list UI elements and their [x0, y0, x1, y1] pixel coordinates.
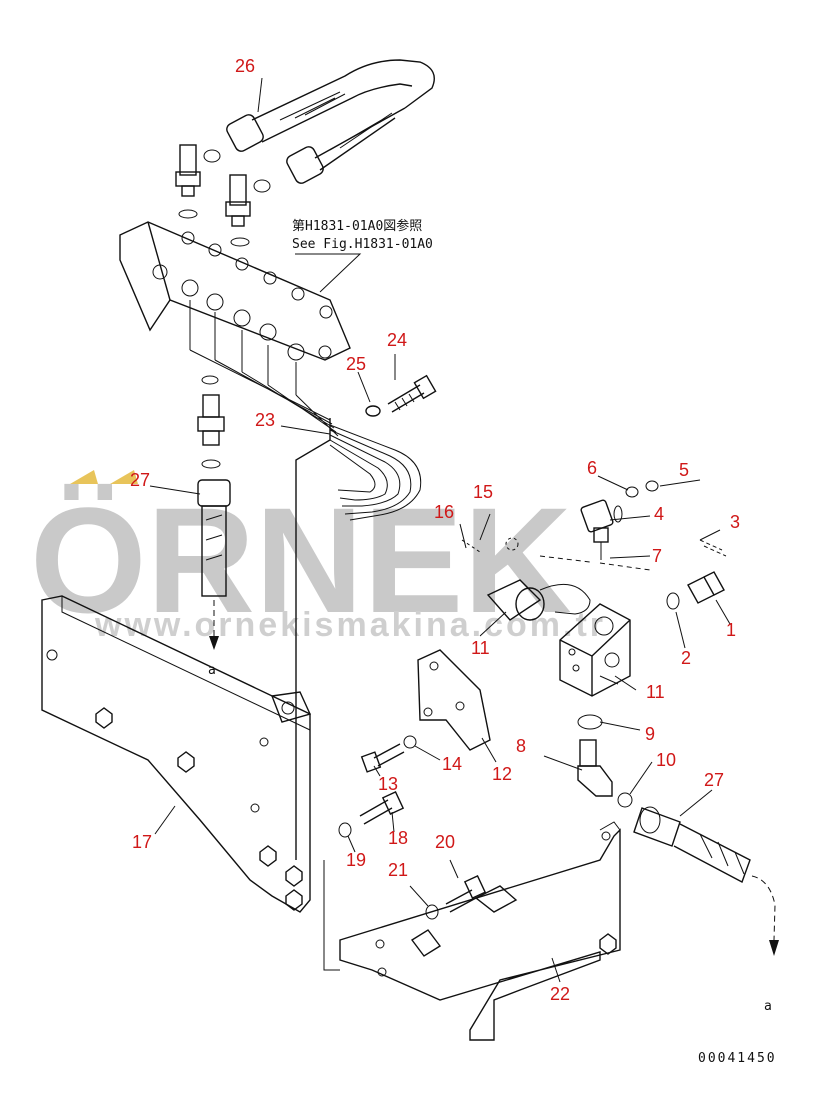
- callout-26: 26: [235, 56, 255, 76]
- elbow-fittings-top: [175, 144, 251, 247]
- bolt-24: [387, 374, 437, 413]
- callout-20: 20: [435, 832, 455, 852]
- callout-16: 16: [434, 502, 454, 522]
- watermark-accent-1: [70, 470, 98, 484]
- callout-2: 2: [681, 648, 691, 668]
- bolt-13: [360, 743, 405, 773]
- bolt-20: [445, 874, 487, 913]
- drawing-number: 00041450: [698, 1051, 777, 1066]
- callout-7: 7: [652, 546, 662, 566]
- solenoid-valve-11: [559, 603, 631, 697]
- dashed-items: [461, 537, 727, 571]
- washer-14: [403, 735, 417, 749]
- watermark-url: www.ornekismakina.com.tr: [94, 606, 606, 644]
- washer-25: [365, 405, 381, 417]
- bracket-17: [41, 595, 311, 913]
- callout-6: 6: [587, 458, 597, 478]
- callout-3: 3: [730, 512, 740, 532]
- callout-1: 1: [726, 620, 736, 640]
- callout-27-right: 27: [704, 770, 724, 790]
- reference-a-left: a: [208, 663, 216, 678]
- callout-22: 22: [550, 984, 570, 1004]
- callout-13: 13: [378, 774, 398, 794]
- o-ring-6: [625, 486, 639, 498]
- watermark-accent-2: [110, 470, 138, 484]
- callout-17: 17: [132, 832, 152, 852]
- bracket-12: [417, 649, 491, 751]
- callouts: 1 2 3 4 5 6 7 8 9 10 11 11 12 13 14 15 1…: [130, 56, 740, 1004]
- callout-11-right: 11: [646, 682, 665, 702]
- elbow-8: [577, 739, 613, 797]
- callout-12: 12: [492, 764, 512, 784]
- reference-note-en: See Fig.H1831-01A0: [292, 237, 433, 252]
- hose-27-left: [197, 479, 231, 650]
- callout-27-left: 27: [130, 470, 150, 490]
- callout-5: 5: [679, 460, 689, 480]
- callout-25: 25: [346, 354, 366, 374]
- bolt-18: [359, 790, 405, 825]
- reference-note-jp: 第H1831-01A0図参照: [292, 218, 422, 234]
- leader-lines: [149, 77, 731, 983]
- control-valve-block: [119, 221, 351, 437]
- o-ring-9: [577, 714, 603, 730]
- callout-23: 23: [255, 410, 275, 430]
- pressure-switch-4: [580, 499, 623, 560]
- callout-8: 8: [516, 736, 526, 756]
- o-ring-5: [645, 480, 659, 492]
- solenoid-11-left: [486, 579, 591, 621]
- washer-19: [338, 822, 352, 838]
- watermark-brand: ÖRNEK: [30, 476, 572, 644]
- callout-21: 21: [388, 860, 408, 880]
- callout-11-left: 11: [471, 638, 490, 658]
- hose-27-right: [633, 806, 779, 956]
- o-ring-2: [666, 592, 680, 610]
- watermark: ÖRNEK www.ornekismakina.com.tr: [30, 470, 606, 644]
- washer-21: [425, 904, 439, 920]
- bracket-22: [323, 821, 621, 1041]
- reference-a-right: a: [764, 999, 772, 1014]
- callout-18: 18: [388, 828, 408, 848]
- callout-10: 10: [656, 750, 676, 770]
- callout-9: 9: [645, 724, 655, 744]
- plug-1: [687, 571, 725, 604]
- lower-fitting: [197, 375, 225, 469]
- o-ring-10: [617, 792, 633, 808]
- callout-15: 15: [473, 482, 493, 502]
- callout-14: 14: [442, 754, 462, 774]
- callout-19: 19: [346, 850, 366, 870]
- callout-24: 24: [387, 330, 407, 350]
- wire-harness-23: [295, 418, 422, 860]
- hose-assembly-26: [203, 59, 435, 193]
- callout-4: 4: [654, 504, 664, 524]
